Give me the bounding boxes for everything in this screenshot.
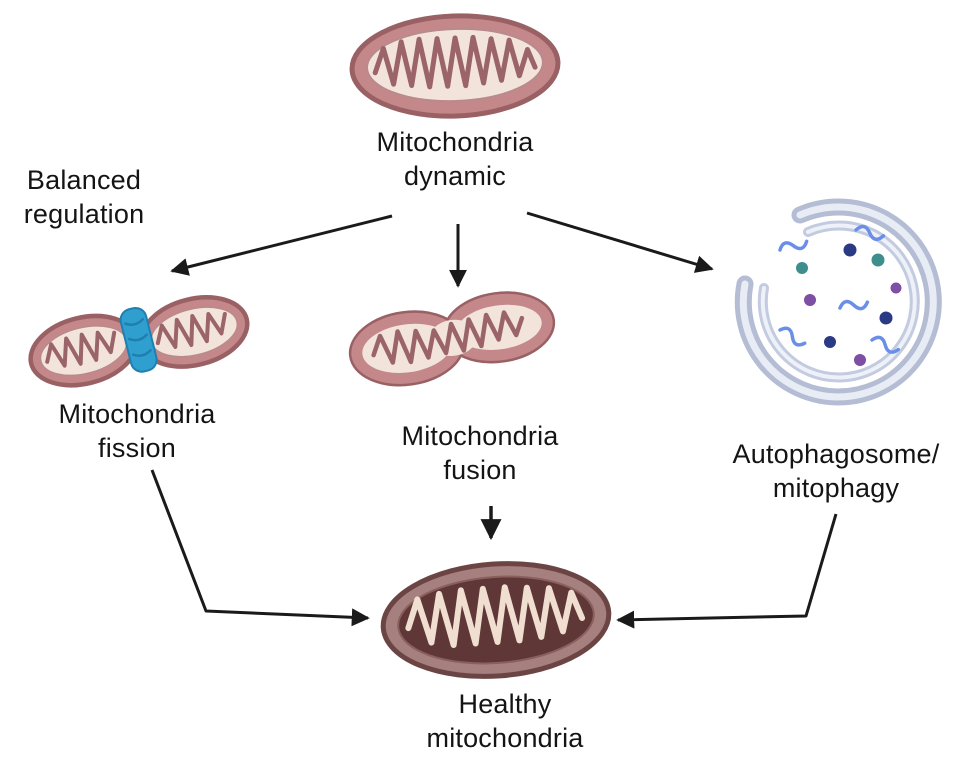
healthy-mitochondria-illustration xyxy=(380,561,612,679)
arrow-dynamic-to-fission xyxy=(170,214,393,276)
arrow-dynamic-to-autophagosome xyxy=(526,211,714,273)
cristae xyxy=(372,34,538,90)
arrow-autophagosome-to-healthy xyxy=(616,513,838,629)
label-healthy-mitochondria: Healthy mitochondria xyxy=(426,689,584,753)
cristae xyxy=(405,584,586,649)
fission-ring xyxy=(119,306,158,373)
label-balanced-regulation: Balanced regulation xyxy=(23,165,145,229)
label-mitochondria-fission: Mitochondria fission xyxy=(58,399,216,463)
mitochondria-fusion-illustration xyxy=(348,291,556,387)
cristae xyxy=(155,312,227,349)
cristae xyxy=(371,310,525,365)
mitochondria-dynamic-illustration xyxy=(349,13,561,119)
label-autophagosome-mitophagy: Autophagosome/ mitophagy xyxy=(732,439,940,503)
label-mitochondria-dynamic: Mitochondria dynamic xyxy=(376,127,534,191)
cristae xyxy=(45,330,117,368)
autophagosome-illustration xyxy=(734,198,942,406)
cargo-dots xyxy=(796,243,902,366)
arrow-fission-to-healthy xyxy=(150,469,370,627)
cargo-protein-squiggles xyxy=(778,224,901,354)
label-mitochondria-fusion: Mitochondria fusion xyxy=(401,421,559,485)
mitochondria-fission-illustration xyxy=(28,295,250,388)
